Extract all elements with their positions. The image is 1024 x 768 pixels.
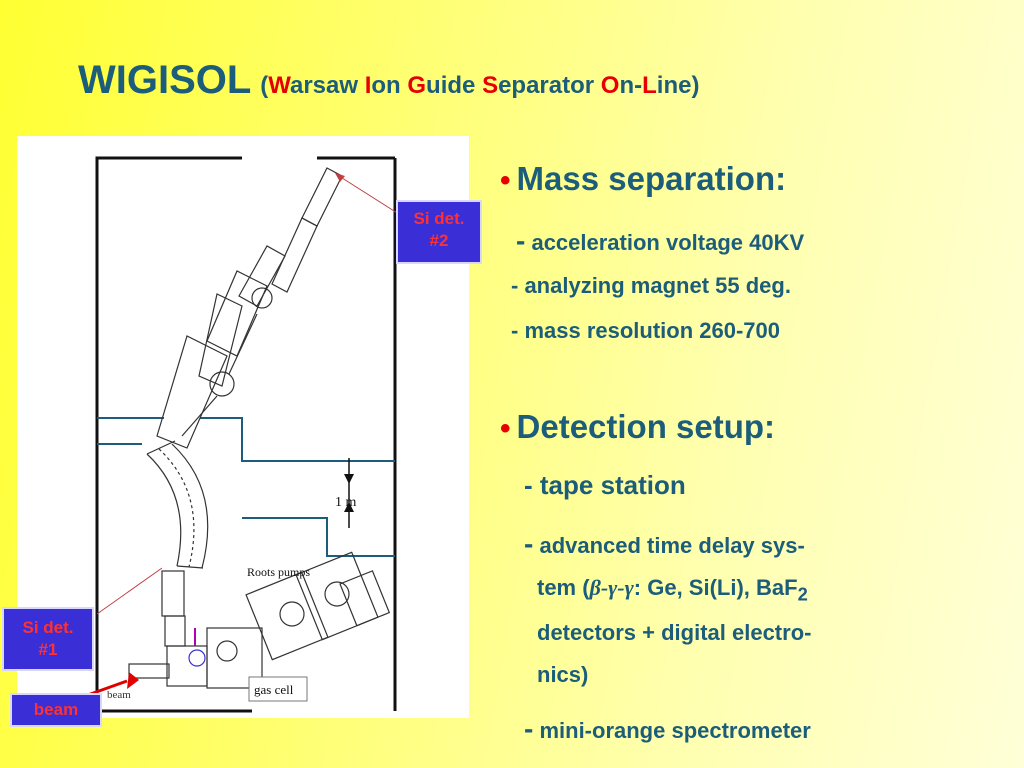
title-main: WIGISOL <box>78 58 252 102</box>
hall-outline <box>95 156 252 713</box>
beamline-upper <box>156 167 343 449</box>
pointer-si2-head <box>335 173 345 182</box>
si-det-2-label: Si det. #2 <box>396 200 482 264</box>
roots-pumps <box>245 551 391 661</box>
beam-small-label: beam <box>107 689 131 701</box>
scale-label: 1 m <box>335 495 357 510</box>
detection-item-time-delay: - advanced time delay sys- <box>524 528 805 559</box>
scale-arrow-bottom <box>344 502 354 512</box>
detection-setup-heading: •Detection setup: <box>500 408 776 445</box>
detection-item-tape-station: - tape station <box>524 470 686 500</box>
mass-separation-heading: •Mass separation: <box>500 160 787 197</box>
detection-item-mini-orange: - mini-orange spectrometer <box>524 713 811 744</box>
beamline-lower <box>128 570 263 689</box>
pointer-si1 <box>96 567 163 615</box>
detection-item-time-delay-line3: detectors + digital electro- <box>537 620 812 645</box>
mass-sep-item-magnet: - analyzing magnet 55 deg. <box>511 273 791 298</box>
gas-cell-label: gas cell <box>254 682 294 697</box>
beam-label: beam <box>10 693 102 727</box>
mass-sep-item-voltage: - acceleration voltage 40KV <box>516 225 805 256</box>
gas-cell-box <box>248 676 308 702</box>
detection-item-time-delay-line2: tem (β-γ-γ: Ge, Si(Li), BaF2 <box>537 575 808 605</box>
mass-sep-item-resolution: - mass resolution 260-700 <box>511 318 781 343</box>
shield-wall-3 <box>242 517 395 557</box>
slide-title: WIGISOL (Warsaw Ion Guide Separator On-L… <box>78 58 699 103</box>
analyzing-magnet <box>146 440 209 569</box>
beam-arrow-head <box>127 672 139 689</box>
scale-arrow-top <box>344 474 354 484</box>
si-det-1-label: Si det. #1 <box>2 607 94 671</box>
roots-pumps-label: Roots pumps <box>247 565 310 579</box>
title-expansion: (Warsaw Ion Guide Separator On-Line) <box>260 72 700 99</box>
detection-item-time-delay-line4: nics) <box>537 662 589 687</box>
shield-wall-2 <box>200 417 395 462</box>
schematic-drawing: 1 m <box>84 156 403 713</box>
pointer-si2 <box>338 175 403 217</box>
